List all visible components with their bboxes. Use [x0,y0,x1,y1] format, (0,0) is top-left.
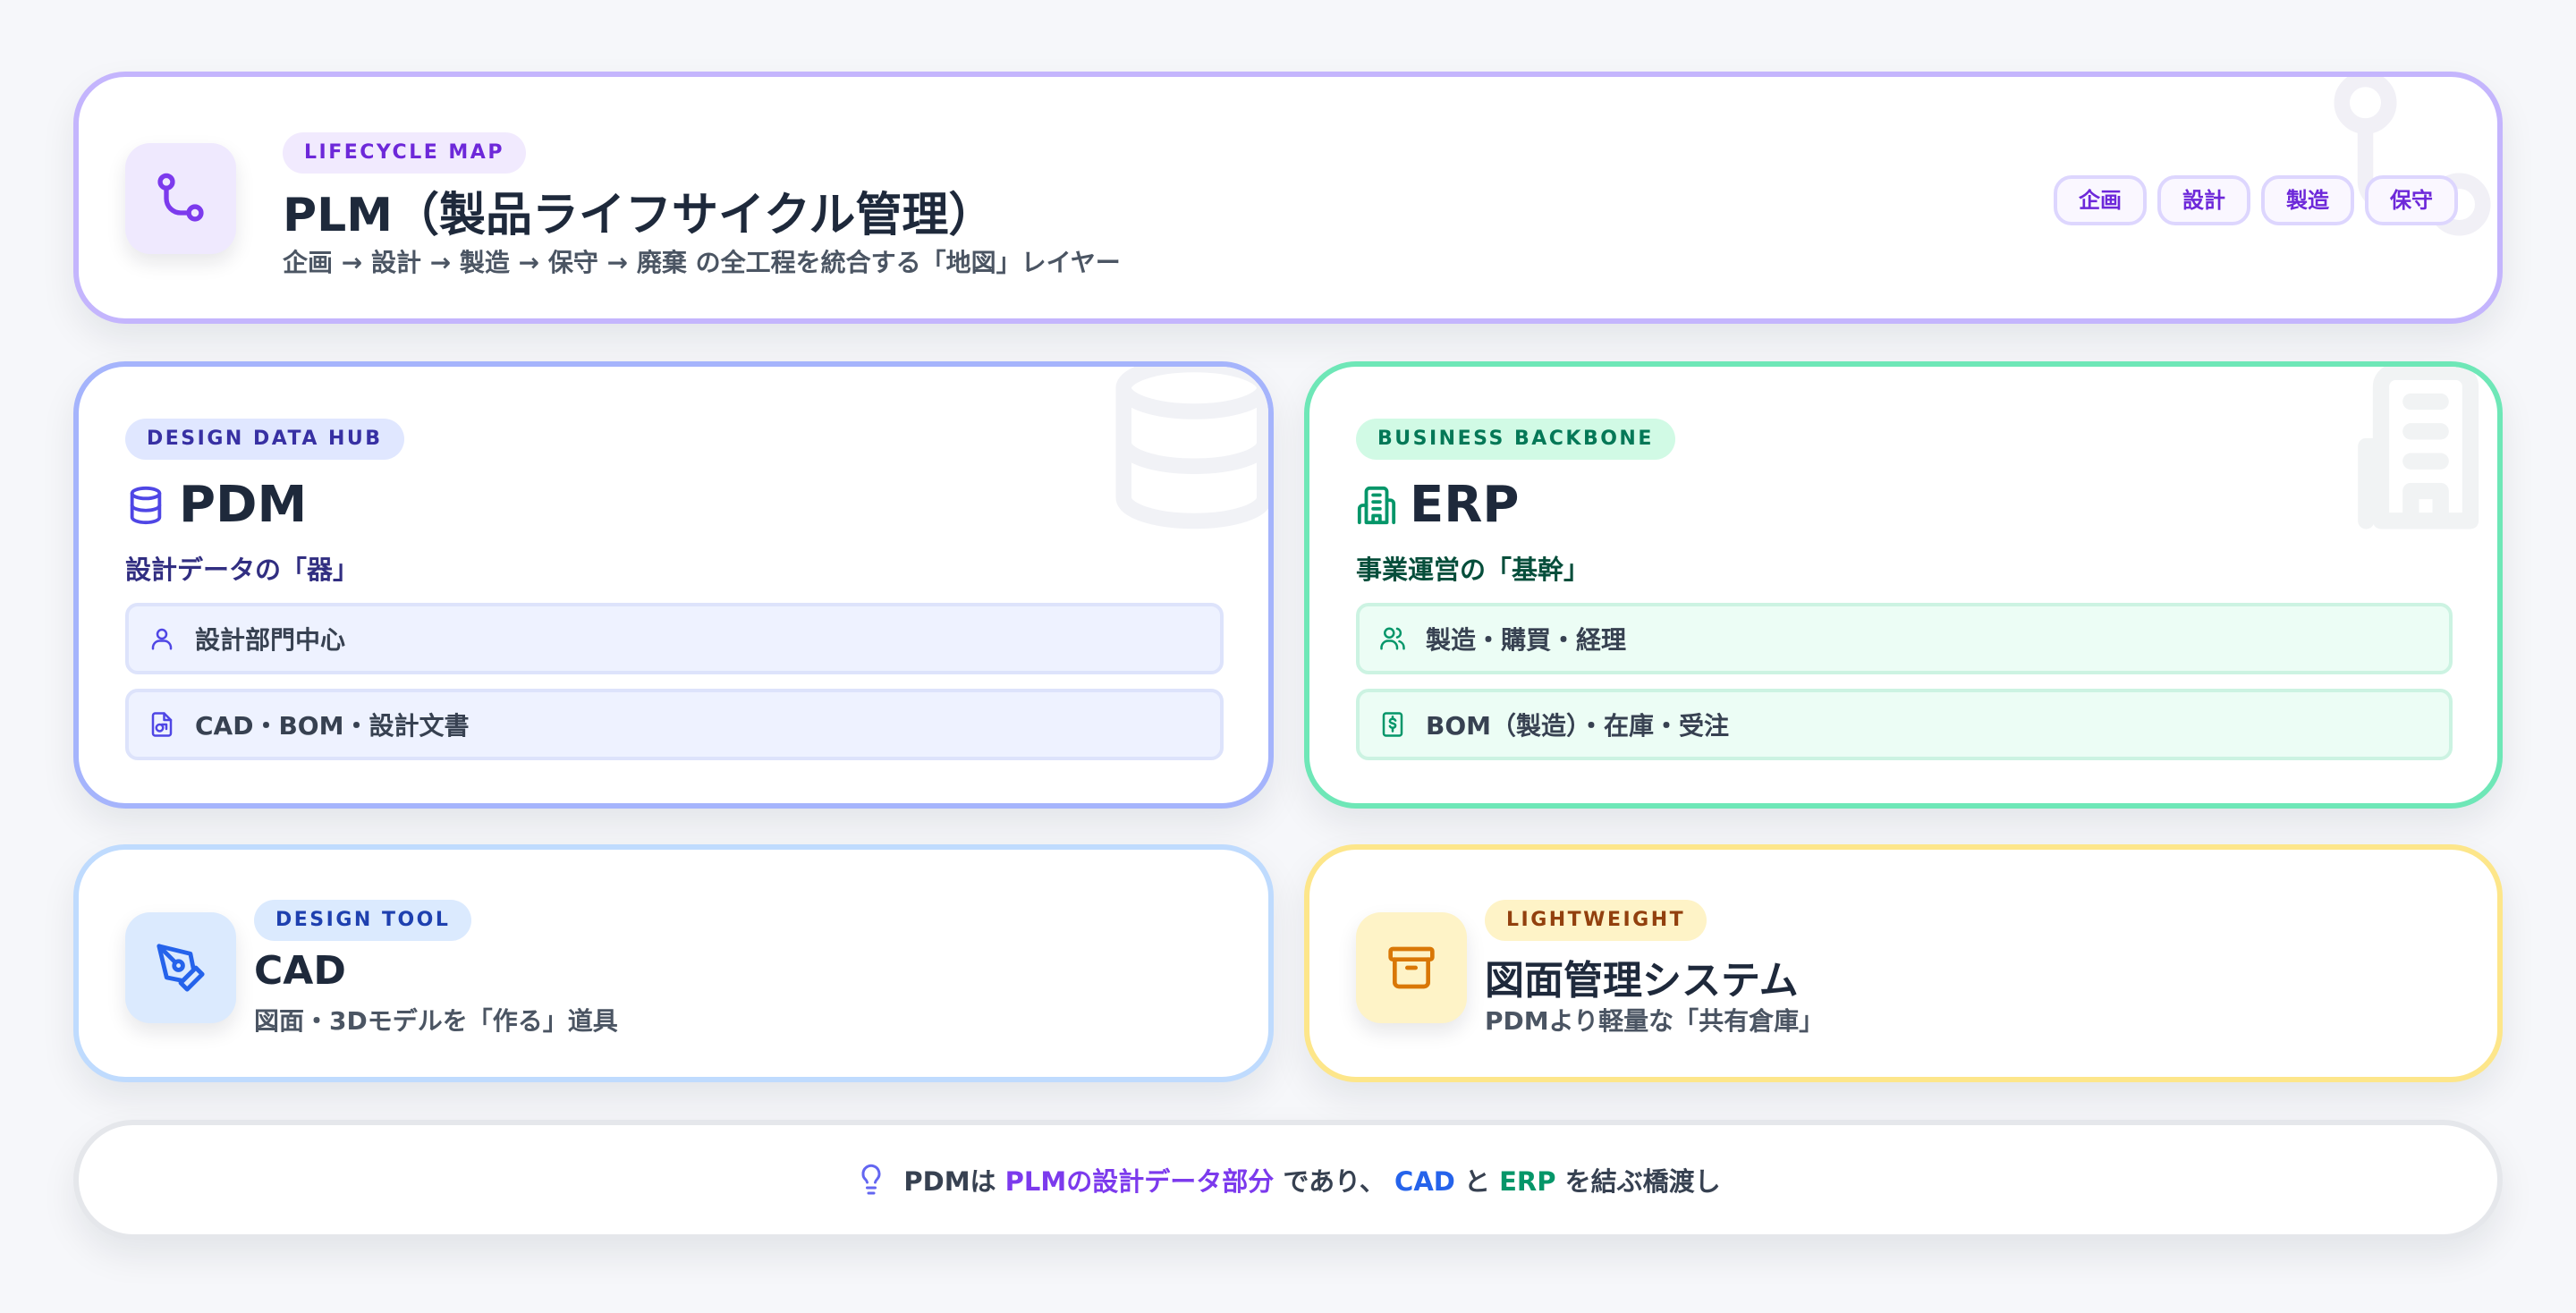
cad-subtitle: 図面・3Dモデルを「作る」道具 [254,1006,618,1036]
user-icon [151,628,173,650]
building-icon [1357,486,1396,524]
receipt-icon [1382,712,1403,737]
pdm-tag: DESIGN DATA HUB [125,419,404,460]
stage-chip-planning: 企画 [2054,175,2147,225]
erp-title: ERP [1410,476,1520,534]
drawing-tag: LIGHTWEIGHT [1485,900,1707,941]
stage-chip-manufacturing: 製造 [2261,175,2354,225]
summary-part-1: PDMは [903,1166,996,1197]
ghost-git-branch-icon [2334,77,2491,236]
cad-card: DESIGN TOOL CAD 図面・3Dモデルを「作る」道具 [73,844,1274,1082]
git-branch-icon [157,173,204,222]
plm-subtitle: 企画 → 設計 → 製造 → 保守 → 廃棄 の全工程を統合する「地図」レイヤー [283,248,1121,277]
drawing-management-card: LIGHTWEIGHT 図面管理システム PDMより軽量な「共有倉庫」 [1304,844,2503,1082]
plm-stage-list: 企画 設計 製造 保守 [2054,175,2458,225]
drawing-icon-box [1356,912,1467,1023]
pdm-title: PDM [179,476,308,534]
ghost-database-icon [1115,367,1268,529]
erp-tag: BUSINESS BACKBONE [1356,419,1675,460]
file-shapes-icon [151,712,173,737]
database-icon [130,486,162,524]
cad-icon-box [125,912,236,1023]
erp-item-label: BOM（製造）・在庫・受注 [1426,711,1730,741]
pdm-item-data: CAD・BOM・設計文書 [125,689,1224,760]
cad-title: CAD [254,948,346,994]
summary-plm-highlight: PLMの設計データ部分 [1004,1166,1275,1197]
summary-part-7: を結ぶ橋渡し [1564,1166,1721,1197]
pdm-role: 設計データの「器」 [125,555,360,585]
plm-tag: LIFECYCLE MAP [283,132,526,174]
erp-heading: ERP [1356,476,1519,534]
pdm-card: DESIGN DATA HUB PDM 設計データの「器」 設計部門中心 CAD… [73,361,1274,809]
lightbulb-icon [861,1164,881,1195]
erp-card: BUSINESS BACKBONE ERP 事業運営の「基幹」 製造・購買・経理… [1304,361,2503,809]
summary-cad-highlight: CAD [1394,1166,1455,1197]
plm-title: PLM（製品ライフサイクル管理） [283,189,996,242]
summary-part-3: であり、 [1283,1166,1385,1197]
ghost-building-icon [2358,367,2479,529]
plm-icon-box [125,143,236,254]
erp-item-label: 製造・購買・経理 [1426,625,1627,655]
drawing-subtitle: PDMより軽量な「共有倉庫」 [1485,1006,1825,1036]
summary-erp-highlight: ERP [1499,1166,1556,1197]
archive-icon [1388,946,1435,989]
users-icon [1380,627,1405,650]
pdm-item-label: CAD・BOM・設計文書 [195,711,470,741]
summary-part-5: と [1463,1166,1490,1197]
pdm-heading: PDM [125,476,307,534]
pdm-item-department: 設計部門中心 [125,603,1224,674]
stage-chip-maintenance: 保守 [2365,175,2458,225]
summary-text: PDMは PLMの設計データ部分 であり、 CAD と ERP を結ぶ橋渡し [903,1161,1720,1199]
erp-role: 事業運営の「基幹」 [1356,555,1590,585]
pen-tool-icon [157,944,205,992]
erp-item-data: BOM（製造）・在庫・受注 [1356,689,2453,760]
plm-card: LIFECYCLE MAP PLM（製品ライフサイクル管理） 企画 → 設計 →… [73,72,2503,324]
drawing-title: 図面管理システム [1485,958,1799,1004]
stage-chip-design: 設計 [2157,175,2250,225]
cad-tag: DESIGN TOOL [254,900,472,941]
erp-item-departments: 製造・購買・経理 [1356,603,2453,674]
summary-banner: PDMは PLMの設計データ部分 であり、 CAD と ERP を結ぶ橋渡し [73,1120,2503,1240]
pdm-item-label: 設計部門中心 [195,625,346,655]
